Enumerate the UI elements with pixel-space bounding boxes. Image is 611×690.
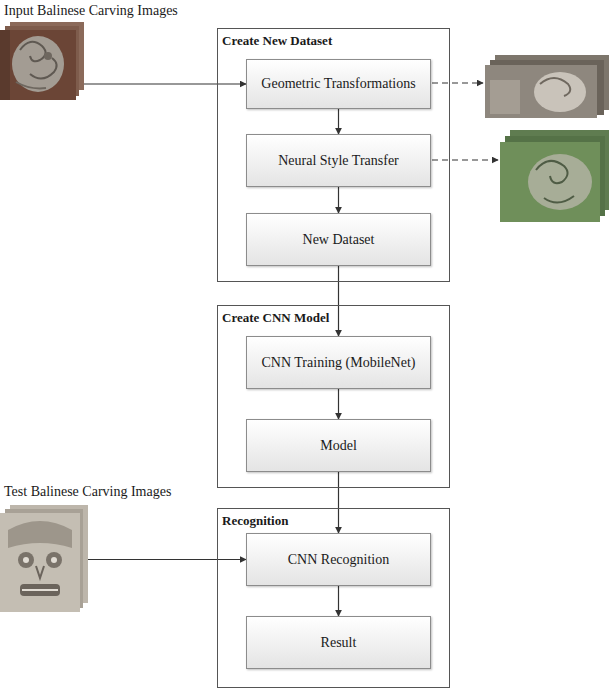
- flow-arrow: [338, 586, 339, 616]
- process-box: Geometric Transformations: [246, 59, 431, 109]
- dashed-output-arrow: [432, 82, 483, 83]
- group-heading: Create CNN Model: [222, 310, 329, 326]
- process-box: Model: [246, 419, 431, 472]
- group-box: Create CNN ModelCNN Training (MobileNet)…: [217, 305, 450, 488]
- photo-with-caption: Test Balinese Carving Images: [4, 484, 209, 500]
- box-label: Neural Style Transfer: [278, 153, 399, 169]
- flow-arrow: [338, 109, 339, 134]
- group-box: RecognitionCNN RecognitionResult: [217, 508, 450, 688]
- photo-frame: [0, 22, 84, 100]
- transformed-photo: [485, 55, 609, 118]
- flow-arrow: [338, 389, 339, 419]
- flow-arrow: [88, 559, 246, 560]
- photo-with-caption: Input Balinese Carving Images: [4, 3, 209, 19]
- box-label: CNN Training (MobileNet): [262, 355, 416, 371]
- input-carving-photo: [0, 22, 84, 100]
- dashed-output-arrow: [432, 159, 498, 160]
- process-box: Result: [246, 616, 431, 669]
- style-transfer-photo: [500, 130, 609, 222]
- box-label: CNN Recognition: [288, 552, 390, 568]
- photo-frame: [0, 505, 88, 612]
- test-carving-photo: [0, 505, 88, 612]
- photo-caption: Input Balinese Carving Images: [4, 3, 209, 19]
- group-heading: Create New Dataset: [222, 33, 332, 49]
- group-box: Create New DatasetGeometric Transformati…: [217, 28, 450, 282]
- flow-arrow: [338, 472, 339, 533]
- flow-arrow: [338, 187, 339, 213]
- process-box: CNN Recognition: [246, 533, 431, 586]
- box-label: Geometric Transformations: [261, 76, 415, 92]
- box-label: New Dataset: [303, 232, 375, 248]
- photo-caption: Test Balinese Carving Images: [4, 484, 209, 500]
- flow-arrow: [84, 83, 246, 84]
- box-label: Model: [320, 438, 357, 454]
- process-box: Neural Style Transfer: [246, 134, 431, 187]
- group-heading: Recognition: [222, 513, 288, 529]
- process-box: New Dataset: [246, 213, 431, 266]
- box-label: Result: [321, 635, 357, 651]
- flow-arrow: [338, 266, 339, 336]
- process-box: CNN Training (MobileNet): [246, 336, 431, 389]
